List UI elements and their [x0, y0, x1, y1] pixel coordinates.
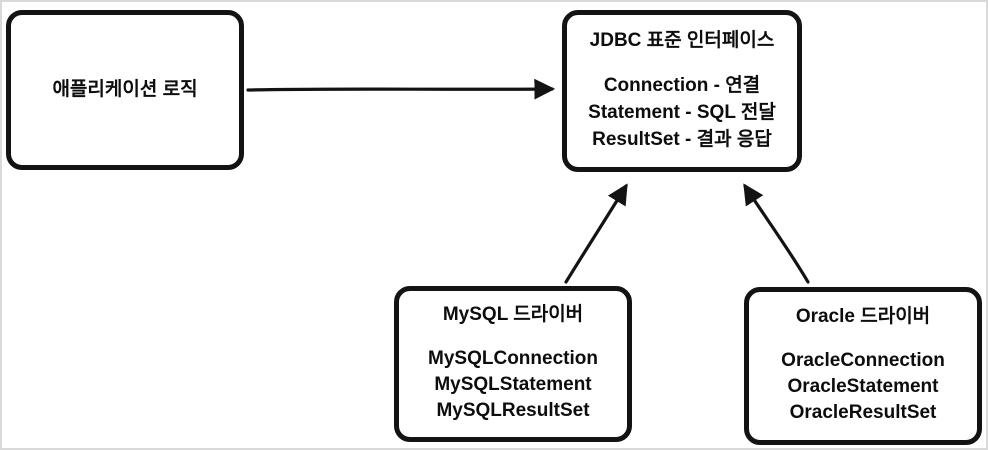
node-jdbc-interface: JDBC 표준 인터페이스 Connection - 연결 Statement … [562, 10, 802, 172]
mysql-line-statement: MySQLStatement [434, 374, 592, 395]
jdbc-line-resultset: ResultSet - 결과 응답 [592, 128, 772, 150]
oracle-line-resultset: OracleResultSet [789, 402, 937, 423]
node-body: OracleConnection OracleStatement OracleR… [781, 348, 945, 426]
arrow-app-to-jdbc [246, 78, 556, 100]
node-title: 애플리케이션 로직 [52, 79, 198, 100]
node-mysql-driver: MySQL 드라이버 MySQLConnection MySQLStatemen… [394, 286, 632, 442]
mysql-line-connection: MySQLConnection [428, 348, 598, 369]
jdbc-line-connection: Connection - 연결 [603, 74, 761, 96]
node-oracle-driver: Oracle 드라이버 OracleConnection OracleState… [744, 287, 982, 445]
node-title: Oracle 드라이버 [795, 306, 931, 327]
arrow-mysql-to-jdbc [564, 183, 628, 284]
node-application-logic: 애플리케이션 로직 [6, 10, 244, 170]
node-body: Connection - 연결 Statement - SQL 전달 Resul… [588, 72, 776, 153]
mysql-line-resultset: MySQLResultSet [436, 400, 590, 421]
oracle-line-connection: OracleConnection [781, 350, 945, 371]
node-body: MySQLConnection MySQLStatement MySQLResu… [428, 346, 598, 424]
node-title: JDBC 표준 인터페이스 [589, 29, 775, 51]
jdbc-line-statement: Statement - SQL 전달 [588, 101, 776, 123]
node-title: MySQL 드라이버 [442, 304, 584, 325]
arrow-oracle-to-jdbc [743, 183, 810, 284]
oracle-line-statement: OracleStatement [787, 376, 939, 397]
